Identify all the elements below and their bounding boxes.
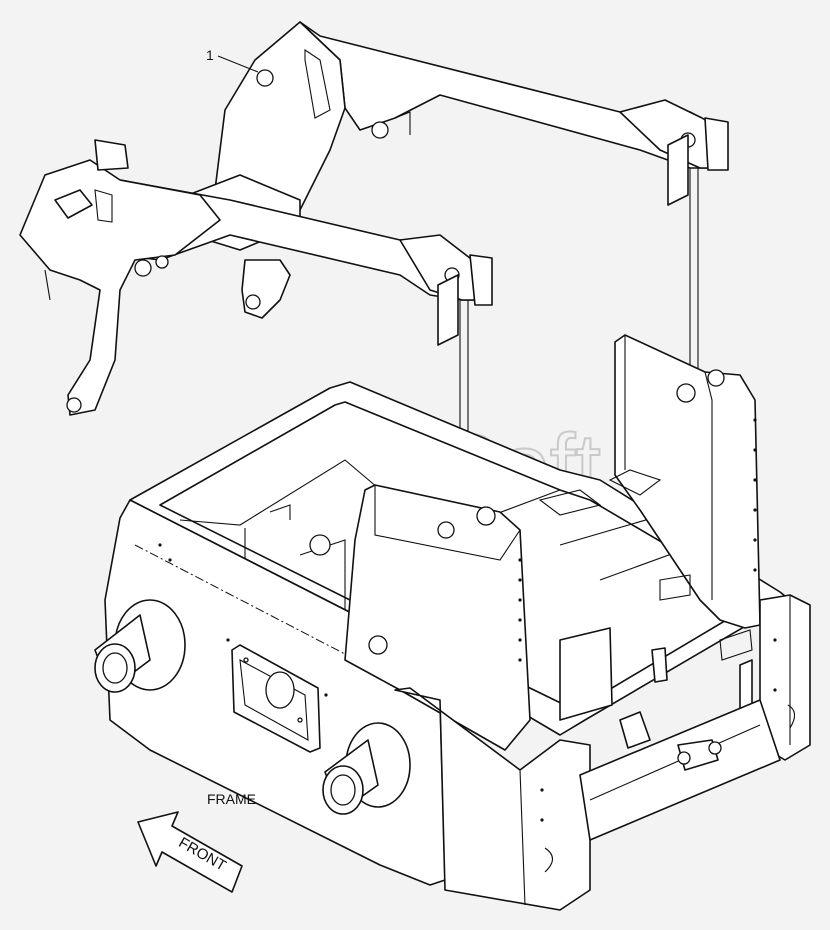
left-arm-head (19, 159, 221, 416)
right-arm-pivot-hole (256, 69, 274, 87)
tow-cone-left (94, 599, 186, 693)
callout-1: 1 (206, 47, 259, 73)
left-arm-pivot-hole (66, 397, 82, 413)
tow-cone-right (322, 722, 411, 815)
pin-guide-lines (437, 134, 699, 510)
rear-upright-tower (614, 334, 761, 629)
left-pin-plate (437, 274, 459, 346)
right-pin-plate (667, 134, 689, 206)
loader-arm-assembly (19, 21, 729, 416)
lower-bracket (241, 259, 291, 319)
main-frame (104, 334, 811, 911)
right-arm-head (214, 21, 346, 226)
callout-label-1: 1 (206, 47, 214, 63)
diagram-caption: FRAME (207, 791, 256, 807)
front-arrow-shape (137, 811, 243, 893)
front-upright-tower (344, 484, 531, 751)
front-arrow: FRONT (137, 811, 243, 893)
left-arm-grip (54, 189, 93, 219)
